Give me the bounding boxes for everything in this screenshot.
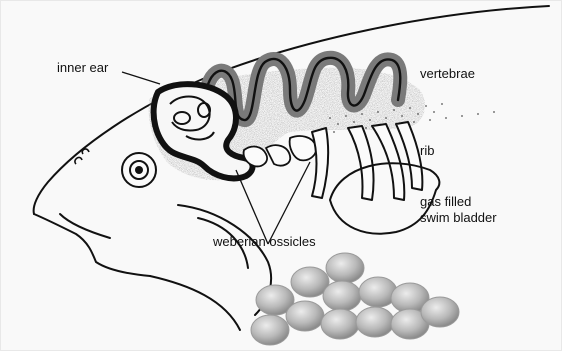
- leader-weberian-1: [236, 170, 268, 244]
- label-inner-ear: inner ear: [57, 61, 108, 75]
- nostril-icon: [75, 149, 89, 164]
- label-gas-filled: gas filled: [420, 195, 471, 209]
- label-weberian-ossicles: weberian ossicles: [213, 235, 316, 249]
- leader-weberian-2: [268, 162, 310, 244]
- eye: [122, 153, 156, 187]
- ribs: [312, 122, 422, 200]
- leader-inner-ear: [122, 72, 160, 84]
- label-swim-bladder: swim bladder: [420, 211, 497, 225]
- eggs: [251, 253, 459, 345]
- label-rib: rib: [420, 144, 434, 158]
- label-vertebrae: vertebrae: [420, 67, 475, 81]
